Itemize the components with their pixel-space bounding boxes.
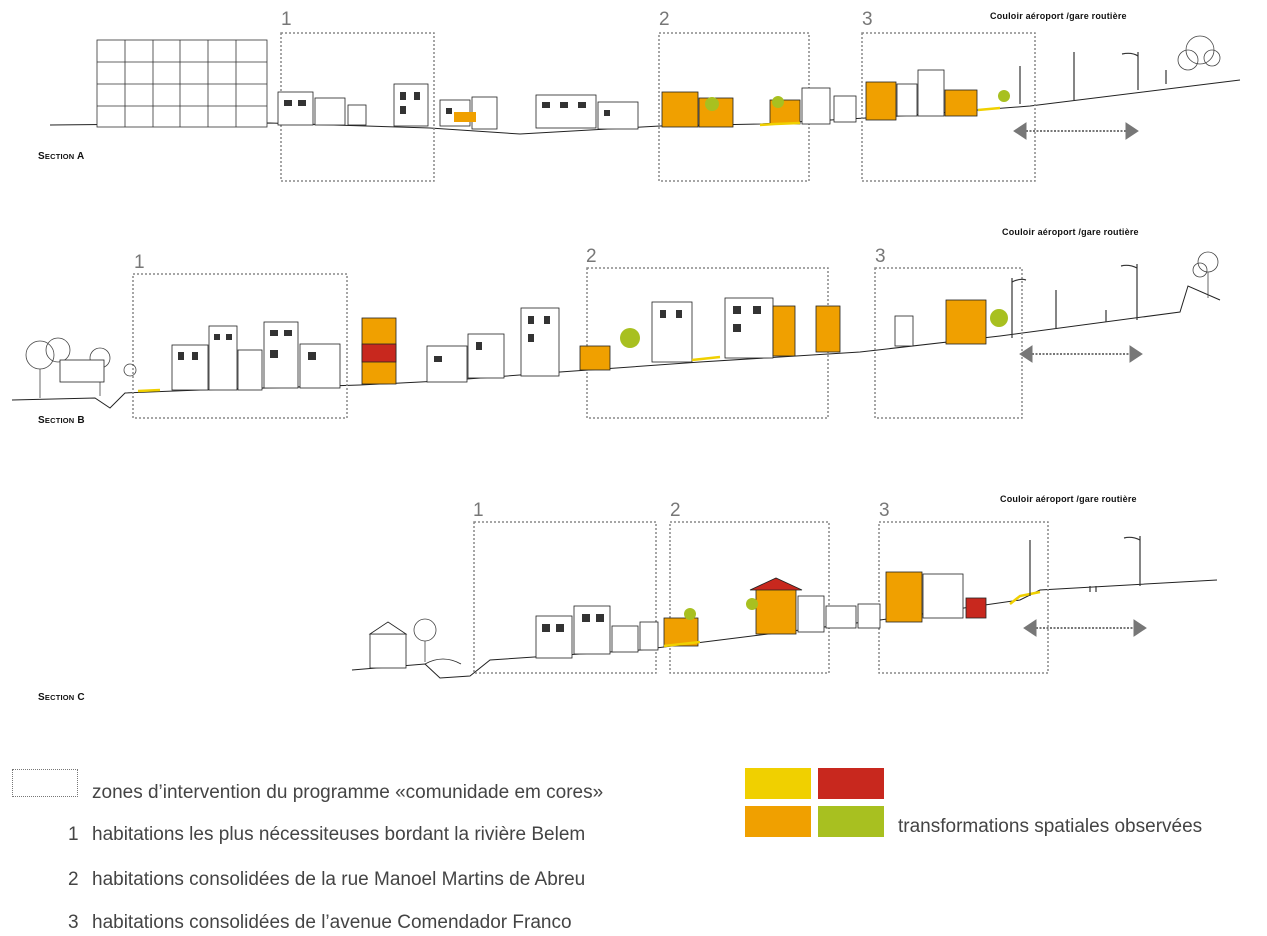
legend-zones-label: zones d’intervention du programme «comun… <box>92 782 604 803</box>
section-b-zone-1 <box>132 273 348 419</box>
section-b-zone-number-2: 2 <box>586 246 597 267</box>
section-b-label-cap: S <box>38 415 45 426</box>
legend-item-3-text: habitations consolidées de l’avenue Come… <box>92 912 572 933</box>
section-a-label-rest: ection <box>44 152 75 161</box>
section-b-drawing <box>11 251 1221 419</box>
legend-item-1-number: 1 <box>68 824 79 845</box>
section-c-drawing <box>351 521 1218 679</box>
section-c-corridor-label: Couloir aéroport /gare routière <box>1000 494 1137 504</box>
section-c-label-cap: S <box>38 692 45 703</box>
section-c-zone-3 <box>878 521 1049 674</box>
legend-item-2-number: 2 <box>68 869 79 890</box>
section-a-label-cap: S <box>38 151 45 162</box>
section-c-label: Section C <box>38 692 85 703</box>
legend-item-2-text: habitations consolidées de la rue Manoel… <box>92 869 586 890</box>
section-b-corridor-label: Couloir aéroport /gare routière <box>1002 227 1139 237</box>
legend-swatch-green <box>818 806 884 837</box>
section-a-tall-building <box>96 39 268 128</box>
section-a-corridor-label: Couloir aéroport /gare routière <box>990 11 1127 21</box>
section-b-zone-number-1: 1 <box>134 252 145 273</box>
section-a-zone-3 <box>861 32 1036 182</box>
section-a-zone-number-3: 3 <box>862 9 873 30</box>
section-c-label-letter: C <box>77 692 85 703</box>
section-b-label-rest: ection <box>44 416 75 425</box>
legend-transformations-label: transformations spatiales observées <box>898 816 1203 837</box>
legend-swatch-yellow <box>745 768 811 799</box>
section-c-zone-2 <box>669 521 830 674</box>
section-b-arrow <box>1019 345 1143 363</box>
legend-item-3-number: 3 <box>68 912 79 933</box>
section-b-label: Section B <box>38 415 85 426</box>
section-c-label-rest: ection <box>44 693 75 702</box>
section-c-zone-1 <box>473 521 657 674</box>
legend-swatch-red <box>818 768 884 799</box>
section-a-label-letter: A <box>77 151 85 162</box>
section-c-zone-number-1: 1 <box>473 500 484 521</box>
section-a-drawing <box>49 32 1241 182</box>
section-c-arrow <box>1023 619 1147 637</box>
legend-item-1-text: habitations les plus nécessiteuses borda… <box>92 824 586 845</box>
section-c-zone-number-2: 2 <box>670 500 681 521</box>
section-a-label: Section A <box>38 151 84 162</box>
section-a-arrow <box>1013 122 1139 140</box>
section-a-zone-number-2: 2 <box>659 9 670 30</box>
section-b-label-letter: B <box>77 415 85 426</box>
section-c-zone-number-3: 3 <box>879 500 890 521</box>
section-b-zone-number-3: 3 <box>875 246 886 267</box>
legend-zone-swatch <box>12 769 78 797</box>
legend-swatch-orange <box>745 806 811 837</box>
section-a-zone-number-1: 1 <box>281 9 292 30</box>
section-b-zone-3 <box>874 267 1023 419</box>
